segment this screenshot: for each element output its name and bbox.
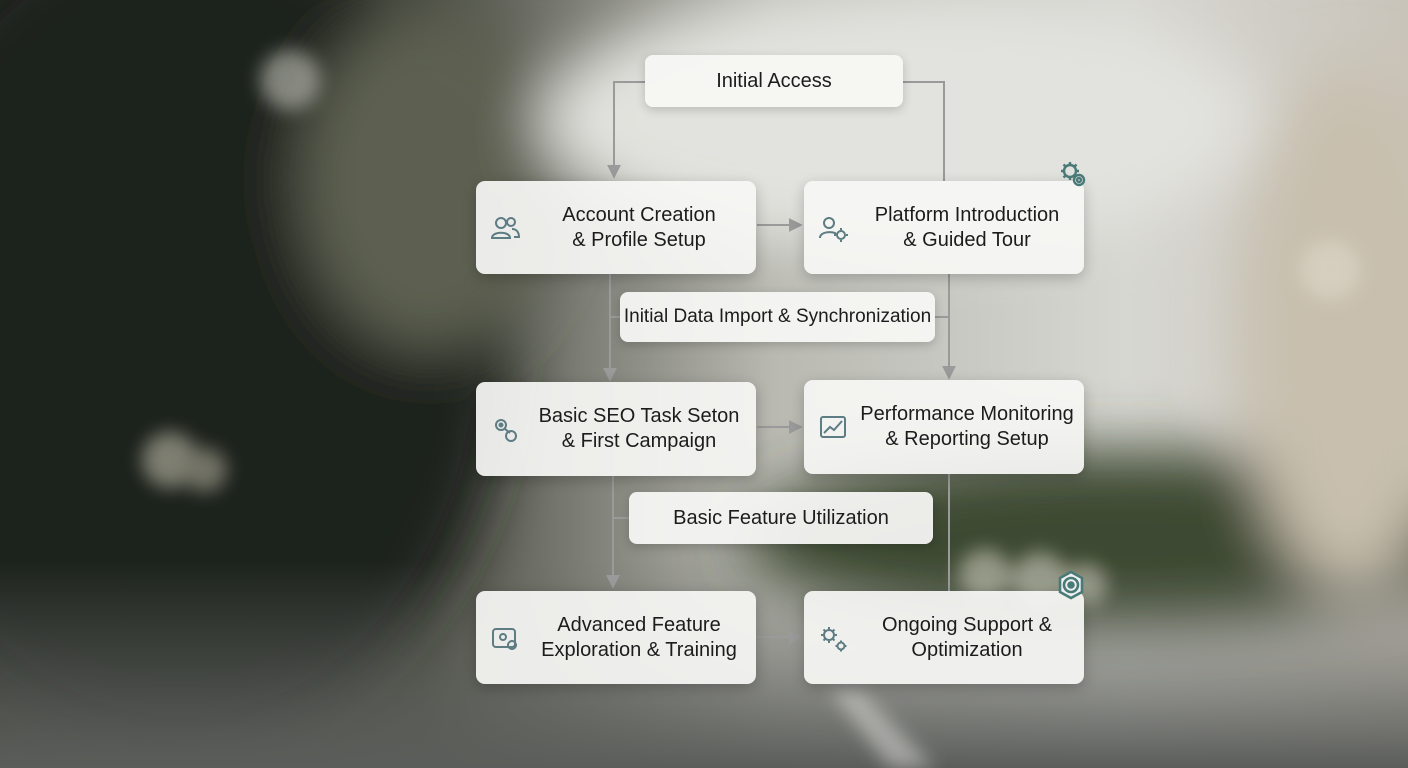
node-performance-monitoring: Performance Monitoring & Reporting Setup <box>804 380 1084 474</box>
node-basic-seo-task-label: Basic SEO Task Seton & First Campaign <box>538 405 740 452</box>
node-account-creation: Account Creation & Profile Setup <box>476 181 756 274</box>
start-node-label: Initial Access <box>716 69 832 92</box>
node-advanced-feature-exploration: Advanced Feature Exploration & Training <box>476 591 756 684</box>
stage-initial-data-import: Initial Data Import & Synchronization <box>620 292 935 342</box>
stage-basic-feature-utilization-label: Basic Feature Utilization <box>673 506 889 529</box>
stage-initial-data-import-label: Initial Data Import & Synchronization <box>623 306 932 327</box>
gears-icon <box>821 626 847 651</box>
settings-screen-icon <box>492 627 517 650</box>
users-icon <box>490 216 521 239</box>
node-ongoing-support-label: Ongoing Support & Optimization <box>881 613 1053 661</box>
node-ongoing-support: Ongoing Support & Optimization <box>804 591 1084 684</box>
chart-line-icon <box>820 416 846 438</box>
start-node: Initial Access <box>645 55 903 107</box>
node-advanced-feature-exploration-label: Advanced Feature Exploration & Training <box>541 613 737 661</box>
target-badge-icon <box>1058 570 1084 600</box>
node-basic-seo-task: Basic SEO Task Seton & First Campaign <box>476 382 756 476</box>
seo-task-icon <box>495 419 517 442</box>
stage-basic-feature-utilization: Basic Feature Utilization <box>629 492 933 544</box>
gears-badge-icon <box>1061 162 1086 187</box>
node-platform-introduction-label: Platform Introduction & Guided Tour <box>874 203 1060 251</box>
user-gear-icon <box>819 216 848 242</box>
node-performance-monitoring-label: Performance Monitoring & Reporting Setup <box>860 403 1074 450</box>
node-account-creation-label: Account Creation & Profile Setup <box>562 203 716 251</box>
node-platform-introduction: Platform Introduction & Guided Tour <box>804 181 1084 274</box>
